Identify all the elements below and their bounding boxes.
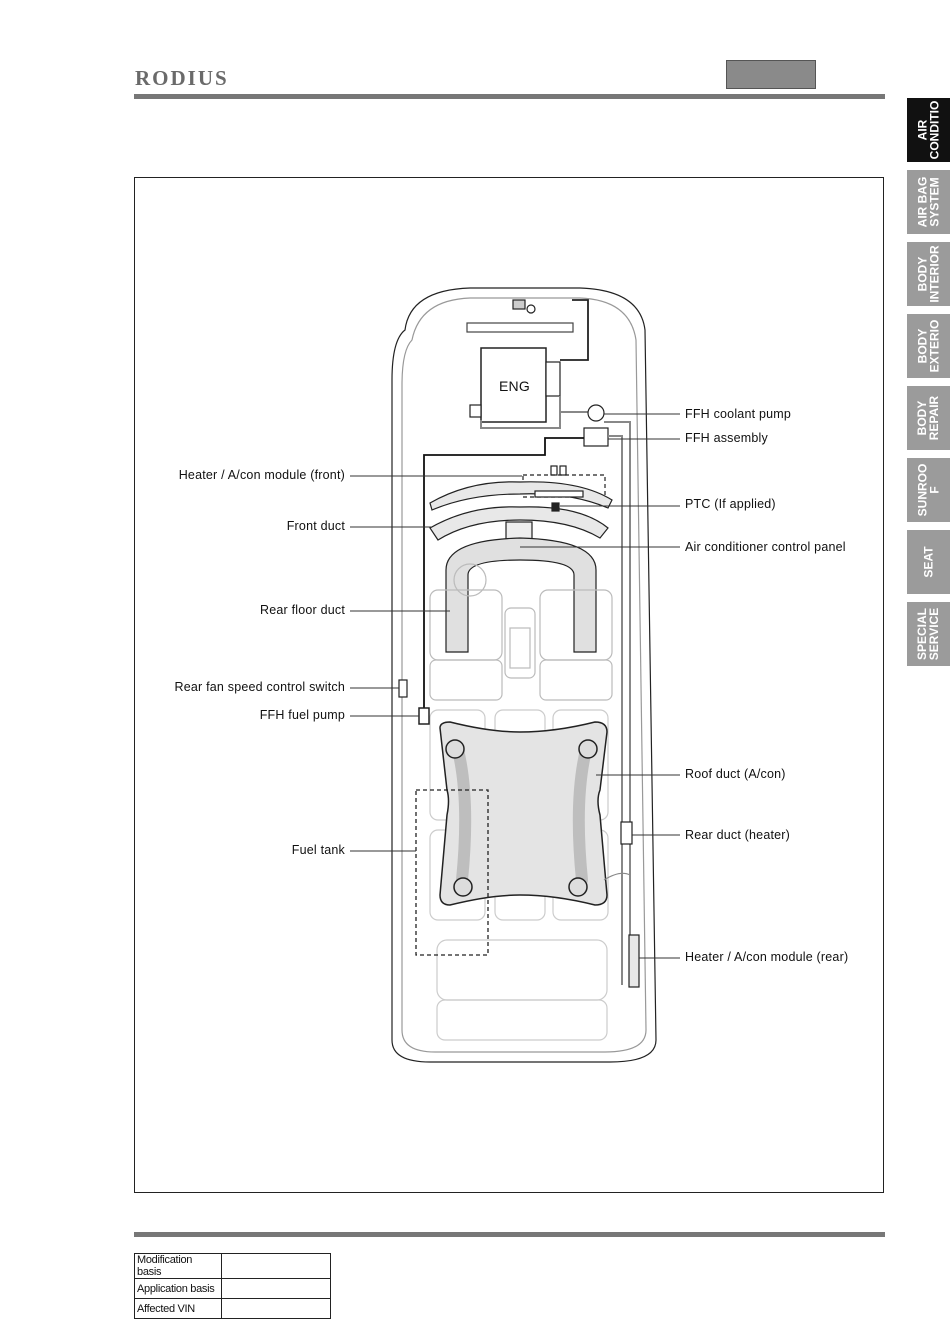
front-sensor xyxy=(512,299,526,310)
tab-body-repair[interactable]: BODY REPAIR xyxy=(907,386,950,450)
tab-seat[interactable]: SEAT xyxy=(907,530,950,594)
engine-block xyxy=(480,347,547,423)
front-duct-lower xyxy=(429,506,609,541)
revision-label: Application basis xyxy=(134,1278,222,1299)
front-grille xyxy=(466,322,574,333)
tab-air-conditioning[interactable]: AIR CONDITIO xyxy=(907,98,950,162)
label-rear-fan-switch: Rear fan speed control switch xyxy=(174,680,345,694)
engine-label: ENG xyxy=(499,378,530,394)
ffh-coolant-pump xyxy=(587,404,605,422)
tab-body-exterior[interactable]: BODY EXTERIO xyxy=(907,314,950,378)
revision-value xyxy=(221,1253,331,1279)
revision-table: Modification basis Application basis Aff… xyxy=(134,1253,331,1319)
label-rear-module: Heater / A/con module (rear) xyxy=(685,950,849,964)
label-rear-floor-duct: Rear floor duct xyxy=(260,603,345,617)
table-row: Modification basis xyxy=(134,1253,331,1279)
tab-special-service[interactable]: SPECIAL SERVICE xyxy=(907,602,950,666)
label-control-panel: Air conditioner control panel xyxy=(685,540,846,554)
label-fuel-tank: Fuel tank xyxy=(291,843,345,857)
brand-logo: RODIUS xyxy=(135,66,229,90)
rear-fan-switch xyxy=(398,679,408,698)
rear-hvac-module xyxy=(628,934,640,988)
tab-air-bag-system[interactable]: AIR BAG SYSTEM xyxy=(907,170,950,234)
label-ptc: PTC (If applied) xyxy=(685,497,776,511)
table-row: Affected VIN xyxy=(134,1298,331,1319)
rear-heater-duct xyxy=(620,821,633,845)
revision-value xyxy=(221,1298,331,1319)
label-ffh-fuel-pump: FFH fuel pump xyxy=(259,708,345,722)
table-row: Application basis xyxy=(134,1278,331,1299)
label-front-module: Heater / A/con module (front) xyxy=(178,468,345,482)
tab-body-interior[interactable]: BODY INTERIOR xyxy=(907,242,950,306)
revision-label: Modification basis xyxy=(134,1253,222,1279)
rear-floor-duct xyxy=(445,537,597,653)
label-ffh-coolant-pump: FFH coolant pump xyxy=(685,407,792,421)
header-section-box xyxy=(726,60,816,89)
revision-value xyxy=(221,1278,331,1299)
label-rear-duct: Rear duct (heater) xyxy=(685,828,791,842)
ptc-heater xyxy=(534,490,584,498)
label-front-duct: Front duct xyxy=(286,519,345,533)
bottom-rule xyxy=(134,1232,885,1237)
vehicle-inner-outline xyxy=(401,297,647,1053)
roof-duct xyxy=(439,721,608,906)
vehicle-body-outline xyxy=(391,287,657,1063)
top-rule xyxy=(134,94,885,99)
fuel-tank xyxy=(415,789,489,956)
diagram-frame xyxy=(134,177,884,1193)
ffh-fuel-pump xyxy=(418,707,430,725)
revision-label: Affected VIN xyxy=(134,1298,222,1319)
tab-sunroof[interactable]: SUNROO F xyxy=(907,458,950,522)
ffh-assembly xyxy=(583,427,609,447)
label-roof-duct: Roof duct (A/con) xyxy=(685,767,786,781)
label-ffh-assembly: FFH assembly xyxy=(685,431,768,445)
front-duct-upper xyxy=(429,481,613,511)
